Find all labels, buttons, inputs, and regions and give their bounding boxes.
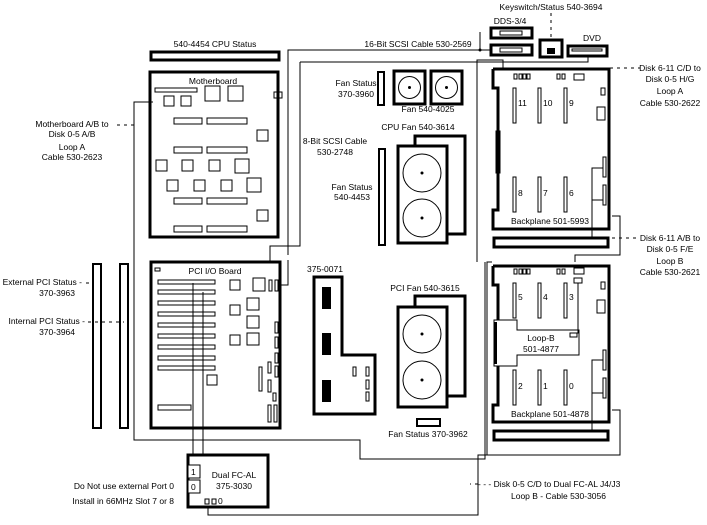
cpu-status-bar (149, 50, 281, 62)
fan-4025-label: Fan 540-4025 (402, 104, 455, 114)
pci-io-label: PCI I/O Board (189, 266, 242, 276)
dds-drive-1 (489, 26, 534, 40)
svg-text:Loop A: Loop A (657, 86, 684, 96)
part-375-0071-label: 375-0071 (307, 264, 343, 274)
scsi-8bit-cable (281, 260, 289, 286)
svg-text:Fan Status: Fan Status (331, 182, 372, 192)
loop-a-cable-530-2623 (133, 101, 486, 460)
svg-text:370-3963: 370-3963 (39, 288, 75, 298)
fan-status-bar-4453 (378, 148, 386, 246)
dual-fc-al-label: Dual FC-AL 375-3030 (212, 470, 257, 491)
svg-text:Cable 530-2621: Cable 530-2621 (640, 267, 701, 277)
svg-text:540-4453: 540-4453 (334, 192, 370, 202)
dds-drive-2 (489, 43, 534, 57)
svg-text:Loop-B: Loop-B (527, 333, 555, 343)
slot-1: 1 (543, 381, 548, 391)
svg-text:External PCI Status -: External PCI Status - (3, 277, 83, 287)
svg-text:Loop A: Loop A (59, 142, 86, 152)
slot-9: 9 (569, 98, 574, 108)
slot-note: Install in 66MHz Slot 7 or 8 (72, 496, 174, 506)
scsi8-label: 8-Bit SCSI Cable 530-2748 (303, 136, 368, 157)
svg-text:Disk 0-5 A/B: Disk 0-5 A/B (49, 129, 96, 139)
dds-label: DDS-3/4 (494, 16, 527, 26)
slot-7: 7 (543, 188, 548, 198)
external-pci-status-label: External PCI Status - 370-3963 (3, 277, 83, 298)
dvd-label: DVD (583, 33, 601, 43)
svg-text:Motherboard A/B to: Motherboard A/B to (35, 119, 109, 129)
upper-status-bar (492, 236, 610, 249)
svg-text:370-3960: 370-3960 (338, 89, 374, 99)
port-1-label: 1 (191, 467, 196, 477)
part-375-0071 (312, 275, 377, 416)
loop-b-fcal-cable-label: - - - Disk 0-5 C/D to Dual FC-AL J4/J3 L… (478, 479, 621, 501)
svg-text:Disk 6-11 A/B to: Disk 6-11 A/B to (640, 233, 701, 243)
loop-b-cable-label: Disk 6-11 A/B to Disk 0-5 F/E Loop B Cab… (640, 233, 701, 277)
cpu-fan-assembly (396, 134, 467, 245)
slot-10: 10 (543, 98, 553, 108)
slot-3: 3 (569, 292, 574, 302)
dual-fc-al-card (186, 453, 270, 509)
pci-fan-label: PCI Fan 540-3615 (390, 283, 460, 293)
fan-status-4453-label: Fan Status 540-4453 (331, 182, 372, 202)
fan-status-bar-3962 (416, 418, 441, 427)
slot-6: 6 (569, 188, 574, 198)
svg-text:530-2748: 530-2748 (317, 147, 353, 157)
svg-text:370-3964: 370-3964 (39, 327, 75, 337)
port-0-label: 0 (191, 482, 196, 492)
pci-io-board (149, 260, 282, 430)
slot-0: 0 (569, 381, 574, 391)
loop-b-cable-530-3056 (207, 261, 492, 516)
port-0 (187, 479, 201, 494)
svg-text:Loop B - Cable 530-3056: Loop B - Cable 530-3056 (511, 491, 606, 501)
scsi-16bit-cable (287, 49, 480, 255)
motherboard-cable-label: Motherboard A/B to Disk 0-5 A/B Loop A C… (35, 119, 109, 162)
svg-text:375-3030: 375-3030 (216, 481, 252, 491)
slot-11: 11 (518, 98, 527, 108)
keyswitch-label: Keyswitch/Status 540-3694 (499, 2, 602, 12)
cpu-fan-label: CPU Fan 540-3614 (381, 122, 455, 132)
slot-8: 8 (518, 188, 523, 198)
svg-text:- - - Disk 0-5 C/D to Dual FC-: - - - Disk 0-5 C/D to Dual FC-AL J4/J3 (478, 479, 621, 489)
dvd-drive (566, 44, 609, 58)
backplane-upper-label: Backplane 501-5993 (511, 216, 589, 226)
keyswitch-box (538, 38, 564, 59)
svg-text:501-4877: 501-4877 (523, 344, 559, 354)
internal-port-0-label: 0 (218, 496, 223, 506)
external-pci-status-bar (92, 263, 102, 429)
slot-2: 2 (518, 381, 523, 391)
svg-text:Dual FC-AL: Dual FC-AL (212, 470, 257, 480)
fan-status-bar (377, 71, 385, 106)
svg-text:Cable 530-2623: Cable 530-2623 (42, 152, 103, 162)
svg-text:Fan Status: Fan Status (335, 78, 376, 88)
lower-status-bar (492, 429, 610, 442)
loop-b-board-label: Loop-B 501-4877 (523, 333, 559, 354)
svg-text:Disk 6-11 C/D to: Disk 6-11 C/D to (639, 63, 701, 73)
internal-pci-status-label: Internal PCI Status - 370-3964 (8, 316, 85, 337)
svg-text:Disk 0-5 F/E: Disk 0-5 F/E (647, 244, 694, 254)
fan-status-3962-label: Fan Status 370-3962 (388, 429, 468, 439)
pci-fan-assembly (396, 294, 467, 409)
loop-a-cable-label: Disk 6-11 C/D to Disk 0-5 H/G Loop A Cab… (639, 63, 701, 108)
motherboard-label: Motherboard (189, 76, 237, 86)
internal-pci-status-bar (119, 263, 129, 429)
svg-text:Loop B: Loop B (657, 256, 684, 266)
motherboard: Motherboard (148, 70, 283, 239)
fan-540-4025 (392, 69, 464, 106)
backplane-lower (491, 264, 611, 424)
port-note: Do Not use external Port 0 (74, 481, 174, 491)
fan-status-3960-label: Fan Status 370-3960 (335, 78, 376, 99)
cpu-status-label: 540-4454 CPU Status (174, 39, 257, 49)
svg-text:Cable 530-2622: Cable 530-2622 (640, 98, 701, 108)
svg-text:Internal PCI Status -: Internal PCI Status - (8, 316, 85, 326)
slot-4: 4 (543, 292, 548, 302)
svg-text:Disk 0-5 H/G: Disk 0-5 H/G (646, 74, 695, 84)
svg-text:8-Bit SCSI Cable: 8-Bit SCSI Cable (303, 136, 368, 146)
backplane-lower-label: Backplane 501-4878 (511, 409, 589, 419)
scsi16-label: 16-Bit SCSI Cable 530-2569 (364, 39, 472, 49)
slot-5: 5 (518, 292, 523, 302)
backplane-upper (491, 67, 611, 231)
port-1 (187, 464, 201, 479)
